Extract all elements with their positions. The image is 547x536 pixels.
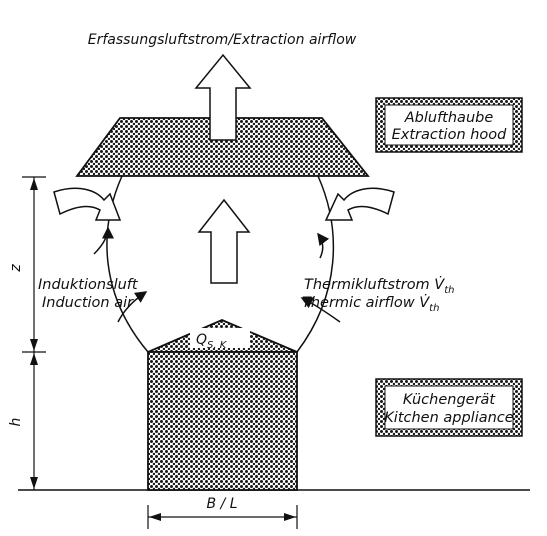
appliance-label-en: Kitchen appliance bbox=[384, 410, 514, 426]
dimension-z-arrow-top bbox=[30, 178, 38, 190]
inflow-arrow-left-lower bbox=[117, 291, 148, 323]
thermic-flow-arrow bbox=[197, 198, 251, 284]
heat-source-label-sub: S, K bbox=[207, 340, 228, 351]
kitchen-appliance bbox=[147, 351, 298, 491]
hood-label-de: Ablufthaube bbox=[404, 110, 494, 126]
dimension-width-arrow-right bbox=[284, 513, 296, 521]
thermic-label-de: Thermikluftstrom V̇th bbox=[304, 276, 454, 296]
thermic-label-de-text: Thermikluftstrom V̇ bbox=[304, 276, 445, 293]
dimension-z-arrow-bottom bbox=[30, 339, 38, 351]
thermic-label-en-sub: th bbox=[429, 303, 439, 314]
thermic-label-de-sub: th bbox=[444, 285, 454, 296]
plume-left-edge bbox=[106, 175, 149, 353]
inflow-arrow-right-upper bbox=[317, 232, 330, 259]
heat-source-label-bg bbox=[190, 328, 250, 348]
thermic-label-en-text: Thermic airflow V̇ bbox=[302, 294, 430, 311]
induction-arrow-left bbox=[53, 187, 122, 221]
dimension-h-label: h bbox=[8, 418, 24, 427]
dimension-h-arrow-bottom bbox=[30, 477, 38, 489]
heat-source-label: QS, K bbox=[196, 332, 228, 351]
heat-source-label-main: Q bbox=[196, 332, 207, 348]
extraction-hood bbox=[75, 117, 370, 177]
extraction-arrow bbox=[194, 53, 252, 141]
induction-label-de: Induktionsluft bbox=[38, 277, 139, 293]
inflow-arrow-left-upper bbox=[93, 226, 114, 255]
dimension-h-arrow-top bbox=[30, 353, 38, 365]
induction-arrow-right bbox=[324, 187, 395, 221]
appliance-label-inner bbox=[384, 385, 514, 430]
dimension-width-arrow-left bbox=[149, 513, 161, 521]
thermic-label-en: Thermic airflow V̇th bbox=[302, 294, 439, 314]
inflow-arrow-right-lower bbox=[300, 297, 341, 323]
appliance-label-de: Küchengerät bbox=[403, 392, 497, 408]
hood-label-en: Extraction hood bbox=[392, 127, 508, 143]
dimension-width-label: B / L bbox=[206, 496, 237, 512]
induction-label-en: Induction air bbox=[42, 295, 134, 311]
extraction-airflow-title: Erfassungsluftstrom/Extraction airflow bbox=[88, 32, 357, 48]
plume-right-edge bbox=[296, 175, 335, 353]
hood-label-inner bbox=[384, 104, 514, 146]
dimension-z-label: z bbox=[8, 264, 24, 273]
